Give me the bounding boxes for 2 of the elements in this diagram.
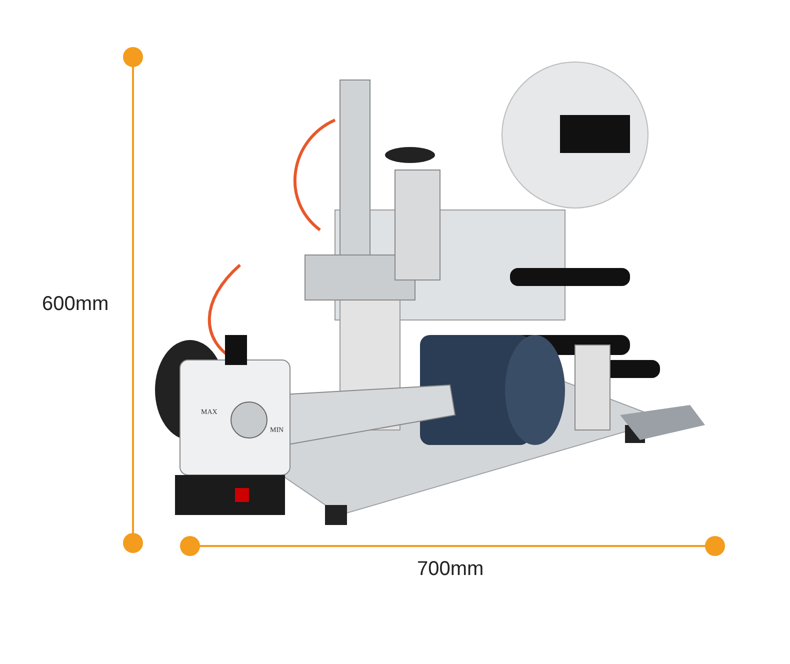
dimension-label: 600mm: [42, 293, 109, 316]
dimension-label: 700mm: [417, 558, 484, 581]
